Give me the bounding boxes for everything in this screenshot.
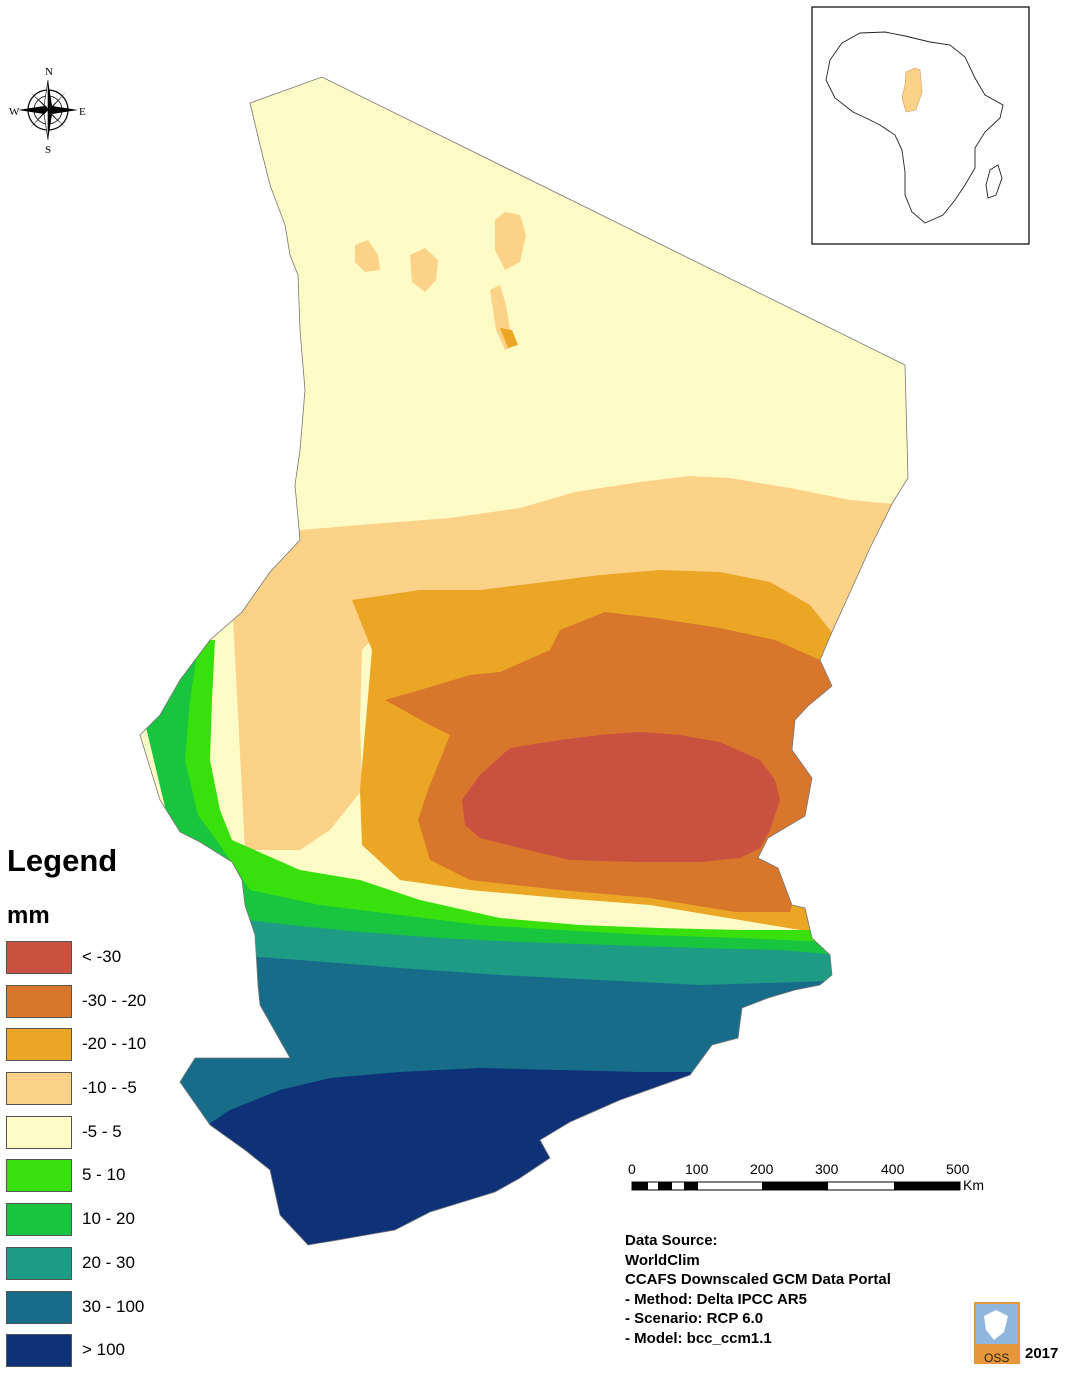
tibesti-patch-core (500, 328, 518, 348)
zone-minus10-minus5 (230, 476, 905, 850)
madagascar-outline (985, 164, 1003, 199)
legend-swatch (6, 941, 72, 974)
compass-rose-icon: N S E W (9, 66, 86, 156)
scale-tick-200: 200 (750, 1161, 774, 1177)
compass-north: N (45, 66, 53, 78)
africa-inset-icon (811, 6, 1030, 245)
zone-5-10 (140, 640, 830, 955)
tibesti-patch (355, 240, 380, 272)
legend-swatch (6, 1028, 72, 1062)
legend-swatch (6, 1246, 72, 1280)
chad-inset-highlight (901, 67, 923, 113)
legend-swatch (6, 984, 72, 1018)
chad-border (139, 76, 909, 1246)
source-line: WorldClim (625, 1251, 700, 1269)
legend-swatch (6, 1159, 72, 1193)
scale-unit: Km (963, 1177, 984, 1193)
legend-label: 20 - 30 (82, 1252, 135, 1272)
scale-tick-0: 0 (628, 1161, 636, 1177)
scale-tick-300: 300 (815, 1161, 839, 1177)
legend-label: -30 - -20 (82, 990, 147, 1010)
legend-label: 5 - 10 (82, 1165, 126, 1185)
tibesti-patch (495, 212, 526, 270)
legend-label: < -30 (82, 947, 122, 966)
legend-title: Legend (7, 843, 118, 878)
source-line: CCAFS Downscaled GCM Data Portal (625, 1271, 891, 1289)
legend-unit: mm (7, 902, 50, 929)
legend-label: 10 - 20 (82, 1209, 135, 1229)
data-source: Data Source: WorldClim CCAFS Downscaled … (625, 1231, 891, 1349)
legend-swatch (6, 1072, 72, 1106)
source-line: - Scenario: RCP 6.0 (625, 1310, 764, 1328)
africa-outline (825, 31, 1004, 224)
scale-tick-100: 100 (685, 1161, 709, 1177)
legend-label: -20 - -10 (82, 1034, 147, 1054)
scale-tick-500: 500 (946, 1161, 970, 1177)
legend-swatch (6, 1334, 72, 1368)
tibesti-patch (410, 248, 438, 292)
scale-tick-400: 400 (881, 1161, 905, 1177)
legend-label: 30 - 100 (82, 1296, 145, 1316)
logo-text: OSS (984, 1351, 1009, 1365)
legend-label: -5 - 5 (82, 1121, 122, 1141)
compass-west: W (9, 106, 20, 118)
legend-label: -10 - -5 (82, 1078, 137, 1098)
zone-20-30 (230, 918, 840, 1000)
compass-east: E (79, 106, 86, 118)
legend-label: > 100 (82, 1340, 126, 1360)
source-line: Data Source: (625, 1232, 718, 1249)
oss-logo-icon: OSS (974, 1302, 1020, 1365)
scale-bar: 0 100 200 300 400 500 Km (628, 1161, 984, 1193)
source-line: - Method: Delta IPCC AR5 (625, 1290, 807, 1308)
map-year: 2017 (1025, 1345, 1059, 1362)
zone-below-minus30 (462, 732, 780, 862)
legend-swatch (6, 1115, 72, 1149)
legend-swatch (6, 1290, 72, 1324)
source-line: - Model: bcc_ccm1.1 (625, 1329, 772, 1347)
legend-swatch (6, 1203, 72, 1237)
compass-south: S (45, 144, 51, 156)
